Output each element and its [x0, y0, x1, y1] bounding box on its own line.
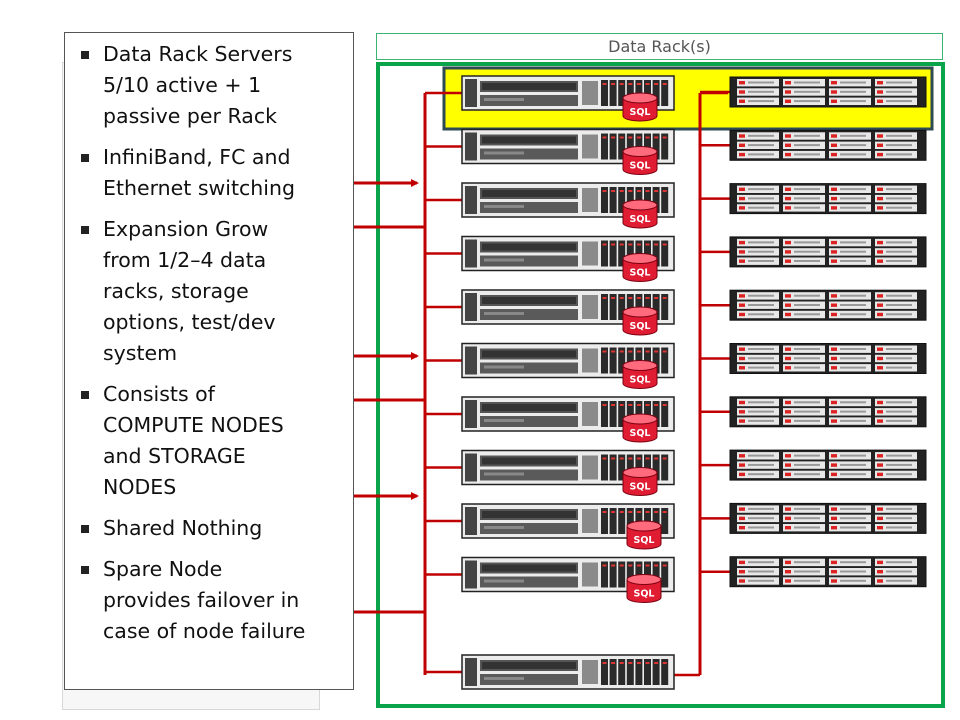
sql-label: SQL	[630, 268, 651, 279]
database-icon: SQL	[622, 467, 658, 496]
feature-text: InfiniBand, FC and Ethernet switching	[103, 145, 295, 200]
server-icon	[461, 75, 675, 111]
storage-array-icon	[729, 449, 927, 481]
square-bullet-icon	[81, 154, 89, 162]
square-bullet-icon	[81, 51, 89, 59]
storage-array-icon	[729, 289, 927, 321]
feature-list: Data Rack Servers 5/10 active + 1 passiv…	[79, 39, 339, 647]
feature-bullet: Spare Node provides failover in case of …	[79, 554, 339, 647]
feature-bullet: Shared Nothing	[79, 513, 339, 544]
storage-array-icon	[729, 76, 927, 108]
sql-label: SQL	[630, 107, 651, 118]
square-bullet-icon	[81, 566, 89, 574]
database-icon: SQL	[622, 199, 658, 229]
sql-label: SQL	[630, 321, 651, 332]
feature-bullet: InfiniBand, FC and Ethernet switching	[79, 142, 339, 204]
database-icon: SQL	[622, 146, 658, 175]
storage-array-icon	[729, 556, 927, 588]
data-rack-title: Data Rack(s)	[376, 33, 943, 60]
sql-label: SQL	[630, 214, 651, 225]
sql-label: SQL	[630, 482, 651, 493]
feature-bullet: Data Rack Servers 5/10 active + 1 passiv…	[79, 39, 339, 132]
feature-bullet: Expansion Grow from 1/2–4 data racks, st…	[79, 214, 339, 369]
storage-array-icon	[729, 502, 927, 534]
storage-array-icon	[729, 236, 927, 268]
square-bullet-icon	[81, 391, 89, 399]
server-icon	[461, 654, 675, 690]
database-icon: SQL	[622, 253, 658, 282]
database-icon: SQL	[622, 306, 658, 336]
square-bullet-icon	[81, 226, 89, 234]
database-icon: SQL	[622, 92, 658, 122]
database-icon: SQL	[626, 520, 662, 550]
feature-text: Shared Nothing	[103, 516, 263, 540]
database-icon: SQL	[622, 413, 658, 443]
sql-label: SQL	[630, 161, 651, 172]
sql-databases: SQL SQL SQL SQL SQL SQL SQL SQL SQL SQL	[622, 92, 662, 603]
square-bullet-icon	[81, 525, 89, 533]
feature-text: Expansion Grow from 1/2–4 data racks, st…	[103, 217, 276, 365]
feature-text: Consists of COMPUTE NODES and STORAGE NO…	[103, 382, 284, 499]
database-icon: SQL	[626, 574, 662, 603]
feature-bullet: Consists of COMPUTE NODES and STORAGE NO…	[79, 379, 339, 503]
feature-list-box: Data Rack Servers 5/10 active + 1 passiv…	[64, 32, 354, 690]
storage-array-icon	[729, 183, 927, 215]
sql-label: SQL	[634, 535, 655, 546]
data-rack-border	[376, 62, 945, 708]
sql-label: SQL	[630, 428, 651, 439]
database-icon: SQL	[622, 360, 658, 389]
feature-text: Data Rack Servers 5/10 active + 1 passiv…	[103, 42, 293, 128]
storage-nodes	[729, 76, 927, 588]
feature-text: Spare Node provides failover in case of …	[103, 557, 306, 643]
storage-array-icon	[729, 396, 927, 428]
sql-label: SQL	[634, 589, 655, 600]
storage-array-icon	[729, 129, 927, 161]
sql-label: SQL	[630, 375, 651, 386]
storage-array-icon	[729, 343, 927, 374]
